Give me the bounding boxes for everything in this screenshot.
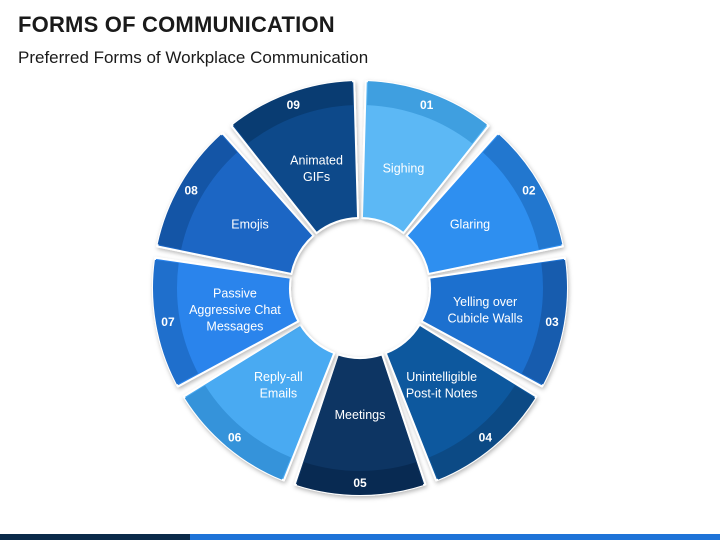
segment-rim — [521, 259, 567, 385]
segment-05: 05 Meetings — [293, 353, 427, 496]
segment-label-line: Passive — [213, 287, 257, 301]
segment-number: 09 — [287, 98, 301, 112]
segment-number: 08 — [184, 184, 198, 198]
segment-label-line: Reply-all — [254, 370, 303, 384]
segment-rim — [296, 462, 424, 495]
footer-bar — [0, 534, 720, 540]
segment-label-line: Emojis — [231, 218, 269, 232]
segment-label-line: Messages — [206, 320, 263, 334]
segment-number: 06 — [228, 430, 242, 444]
segment-rim — [184, 385, 291, 480]
segment-rim — [482, 134, 563, 250]
segment-label-line: Yelling over — [453, 295, 517, 309]
segment-number: 03 — [545, 315, 559, 329]
segment-label-line: Meetings — [335, 408, 386, 422]
segment-label-line: Post-it Notes — [406, 387, 478, 401]
segment-label-line: GIFs — [303, 170, 330, 184]
segment-label-line: Unintelligible — [406, 370, 477, 384]
segment-label-line: Glaring — [450, 218, 490, 232]
segment-rim — [429, 385, 536, 480]
segment-label-line: Animated — [290, 153, 343, 167]
segment-number: 02 — [522, 184, 536, 198]
segment-label: Meetings — [335, 408, 386, 422]
footer-bar-blue — [190, 534, 720, 540]
segment-rim — [233, 81, 353, 144]
segment-rim — [157, 134, 238, 250]
segment-number: 04 — [479, 430, 493, 444]
page-title: FORMS OF COMMUNICATION — [18, 12, 335, 37]
segment-number: 07 — [161, 315, 175, 329]
segment-label-line: Sighing — [383, 162, 425, 176]
segment-rim — [367, 81, 487, 144]
footer-bar-dark — [0, 534, 190, 540]
segment-label: Emojis — [231, 218, 269, 232]
segment-number: 05 — [353, 476, 367, 490]
page-subtitle: Preferred Forms of Workplace Communicati… — [18, 48, 369, 67]
segment-label: Glaring — [450, 218, 490, 232]
segment-rim — [153, 259, 199, 385]
segment-label-line: Aggressive Chat — [189, 303, 281, 317]
segment-label-line: Emails — [260, 387, 298, 401]
segment-number: 01 — [420, 98, 434, 112]
segment-label-line: Cubicle Walls — [447, 311, 522, 325]
segment-label: Sighing — [383, 162, 425, 176]
